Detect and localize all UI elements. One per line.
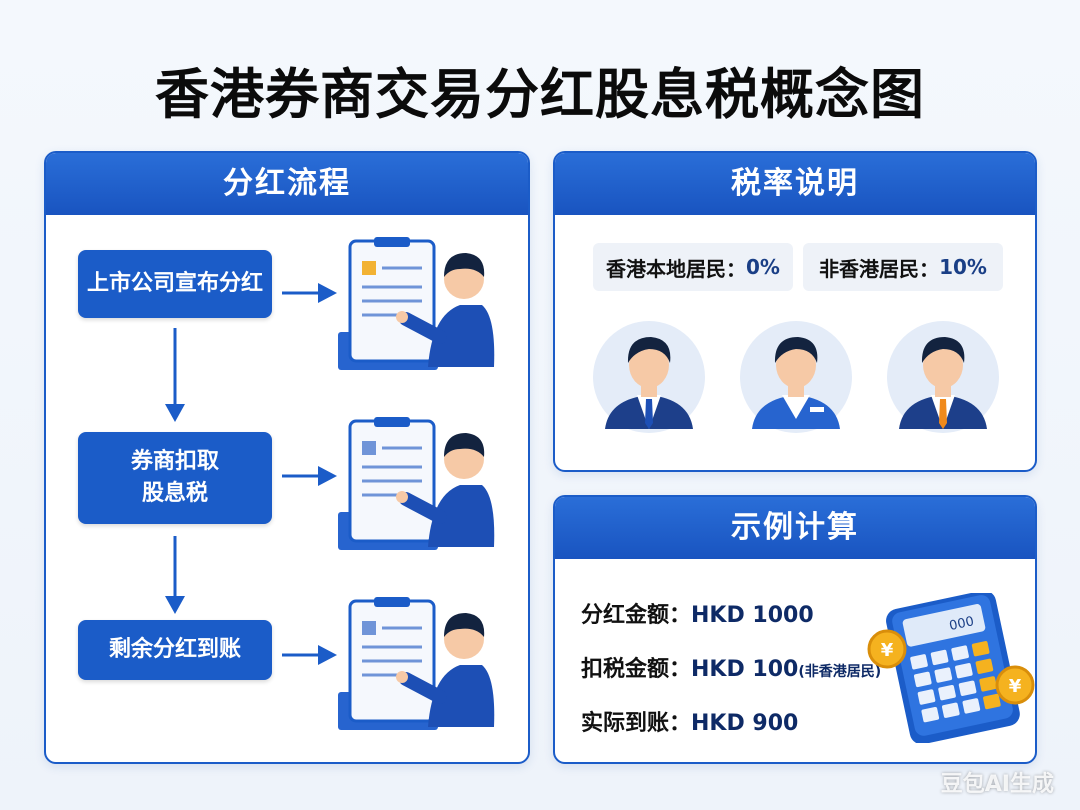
person-with-clipboard-icon [338, 597, 495, 730]
person-with-clipboard-icon [338, 237, 495, 370]
coin-symbol-text: ¥ [1009, 676, 1022, 697]
avatar-businessman-blue-tie-icon [593, 321, 705, 433]
net-amount-value: HKD 900 [691, 711, 799, 736]
rate-panel-header: 税率说明 [555, 153, 1035, 215]
tax-rate-panel: 税率说明 香港本地居民： 0% 非香港居民： 10% [553, 151, 1037, 472]
nonlocal-resident-value: 10% [939, 255, 987, 279]
page-title: 香港券商交易分红股息税概念图 [155, 63, 925, 126]
dividend-amount-value: HKD 1000 [691, 603, 814, 628]
dividend-amount-label: 分红金额： [581, 603, 692, 628]
local-resident-label: 香港本地居民： [606, 256, 747, 281]
nonlocal-resident-rate: 非香港居民： 10% [803, 243, 1003, 291]
rate-row: 香港本地居民： 0% 非香港居民： 10% [593, 243, 1003, 291]
avatar-businessman-white-collar-icon [740, 321, 852, 433]
flow-right-arrow-icon [282, 466, 337, 486]
calculator-with-coins-icon: 000 ¥ ¥ [867, 593, 1035, 743]
ai-watermark: 豆包AI生成 [940, 772, 1054, 797]
tax-amount-note: (非香港居民) [798, 664, 882, 680]
flow-step-withhold: 券商扣取 股息税 [78, 432, 272, 524]
coin-symbol-text: ¥ [881, 640, 894, 661]
flow-down-arrow-icon [165, 536, 185, 614]
person-with-clipboard-icon [338, 417, 495, 550]
flow-step-label: 剩余分红到账 [108, 637, 241, 663]
calculator-display-text: 000 [948, 614, 975, 634]
flow-step-announce: 上市公司宣布分红 [78, 250, 272, 318]
flow-step-label: 上市公司宣布分红 [86, 271, 263, 297]
flow-step-label: 券商扣取 股息税 [130, 449, 219, 506]
net-amount-label: 实际到账： [581, 711, 692, 736]
avatar-businessman-orange-tie-icon [887, 321, 999, 433]
flow-right-arrow-icon [282, 645, 337, 665]
tax-amount-line: 扣税金额：HKD 100(非香港居民) [581, 651, 881, 683]
example-calculation-panel: 示例计算 分红金额：HKD 1000 扣税金额：HKD 100(非香港居民) 实… [553, 495, 1037, 764]
local-resident-rate: 香港本地居民： 0% [593, 243, 793, 291]
tax-amount-value: HKD 100 [691, 657, 799, 682]
nonlocal-resident-label: 非香港居民： [819, 256, 940, 281]
flow-right-arrow-icon [282, 283, 337, 303]
tax-amount-label: 扣税金额： [581, 657, 692, 682]
example-panel-header: 示例计算 [555, 497, 1035, 559]
flow-panel-header: 分红流程 [46, 153, 528, 215]
dividend-flow-panel: 分红流程 上市公司宣布分红 券商扣取 股息税 剩余分红到账 [44, 151, 530, 764]
flow-down-arrow-icon [165, 328, 185, 422]
local-resident-value: 0% [746, 255, 780, 279]
flow-step-received: 剩余分红到账 [78, 620, 272, 680]
net-amount-line: 实际到账：HKD 900 [581, 705, 798, 737]
dividend-amount-line: 分红金额：HKD 1000 [581, 597, 814, 629]
